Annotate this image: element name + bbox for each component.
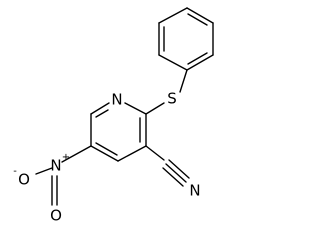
triple-bond <box>165 163 187 183</box>
nitro-group <box>35 145 92 206</box>
bond <box>186 54 214 71</box>
bond <box>35 167 53 175</box>
double-bond-inner <box>187 13 208 26</box>
phenyl-ring <box>158 7 214 71</box>
nitro-nitrogen-charge: + <box>62 152 70 163</box>
bond-phenyl-sulfur <box>179 69 188 93</box>
nitro-nitrogen-label: N <box>50 157 61 175</box>
bond-sulfur-pyridine <box>145 102 165 115</box>
double-bond-inner <box>95 109 109 118</box>
bond <box>186 7 214 24</box>
nitrile-nitrogen-label: N <box>189 182 200 200</box>
nitrile-group <box>145 145 190 187</box>
double-bond-inner <box>95 142 118 156</box>
bond <box>90 102 110 115</box>
triple-bond <box>162 167 184 187</box>
bond <box>158 7 188 24</box>
double-bond-inner <box>187 52 208 65</box>
bond <box>90 145 119 162</box>
pyridine-nitrogen-label: N <box>111 91 122 109</box>
bond <box>61 145 92 163</box>
chemical-structure-diagram: N S N + O - O N <box>13 7 214 225</box>
nitro-oxygen-top-label: O <box>18 171 30 189</box>
pyridine-ring <box>90 102 147 162</box>
nitro-oxygen-bottom-label: O <box>50 207 62 225</box>
nitro-oxygen-top-charge: - <box>13 166 17 177</box>
bond <box>124 102 147 115</box>
bond <box>145 145 165 161</box>
sulfur-label: S <box>167 90 177 108</box>
bond <box>117 145 147 162</box>
bond <box>158 54 188 71</box>
triple-bond <box>168 159 190 179</box>
